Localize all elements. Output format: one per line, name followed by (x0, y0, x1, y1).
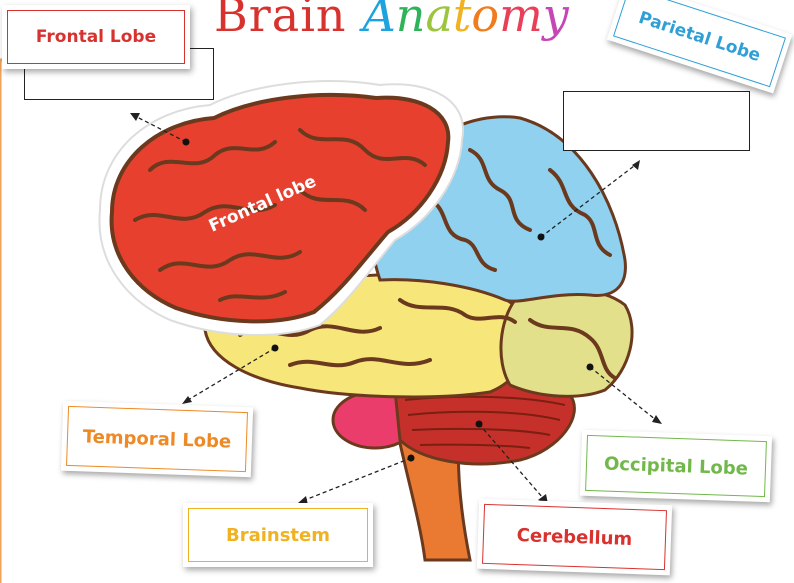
label-temporal-lobe[interactable]: Temporal Lobe (60, 400, 254, 478)
title-letter: A (362, 0, 396, 42)
title-letter: n (395, 0, 426, 42)
page-title: Brain Anatomy (214, 0, 569, 42)
title-letter: a (425, 0, 453, 42)
label-cerebellum-text: Cerebellum (516, 524, 633, 550)
label-frontal-lobe-text: Frontal Lobe (35, 27, 157, 47)
title-word-brain: Brain (214, 0, 347, 42)
title-letter: o (471, 0, 500, 42)
title-letter: m (499, 0, 543, 42)
label-occipital-lobe[interactable]: Occipital Lobe (579, 429, 773, 503)
label-brainstem-text: Brainstem (225, 524, 330, 546)
title-word-anatomy: Anatomy (363, 0, 569, 42)
occipital-lobe-shape (499, 287, 634, 398)
label-brainstem[interactable]: Brainstem (183, 503, 373, 567)
title-letter: y (542, 0, 569, 42)
label-frontal-lobe[interactable]: Frontal Lobe (2, 5, 190, 69)
parietal-answer-box[interactable] (563, 91, 750, 151)
title-letter: t (452, 0, 472, 42)
label-cerebellum[interactable]: Cerebellum (476, 498, 673, 576)
